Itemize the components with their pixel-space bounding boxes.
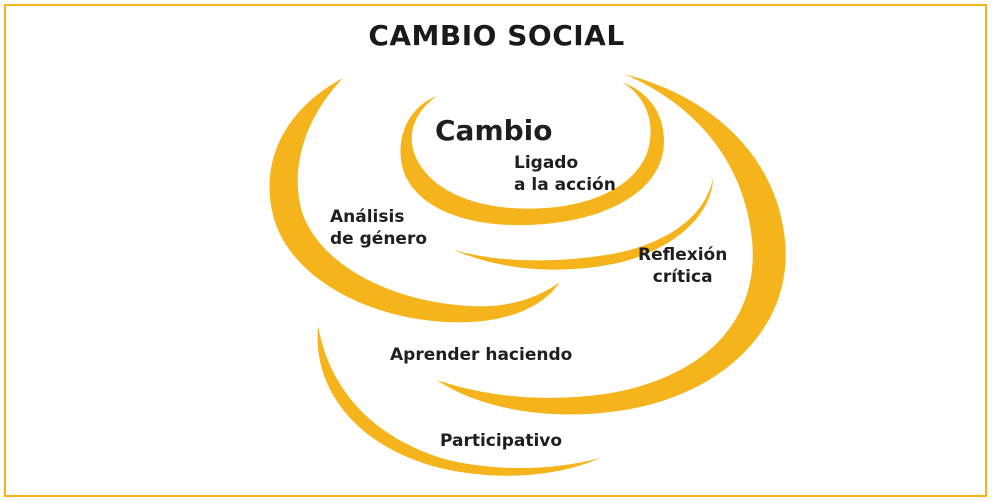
page-title: CAMBIO SOCIAL [368,19,625,52]
diagram-frame [4,4,987,497]
middle-spiral-arc [269,78,560,323]
label-ligado-a-la-accion: Ligado a la acción [514,153,616,195]
lower-inner-arc [454,178,713,270]
bottom-spiral-arc [317,326,600,476]
label-analisis-de-genero: Análisis de género [330,207,428,249]
label-cambio: Cambio [435,114,553,147]
label-participativo: Participativo [440,431,563,451]
label-reflexion-critica: Reflexión crítica [638,245,728,287]
label-aprender-haciendo: Aprender haciendo [390,345,573,365]
